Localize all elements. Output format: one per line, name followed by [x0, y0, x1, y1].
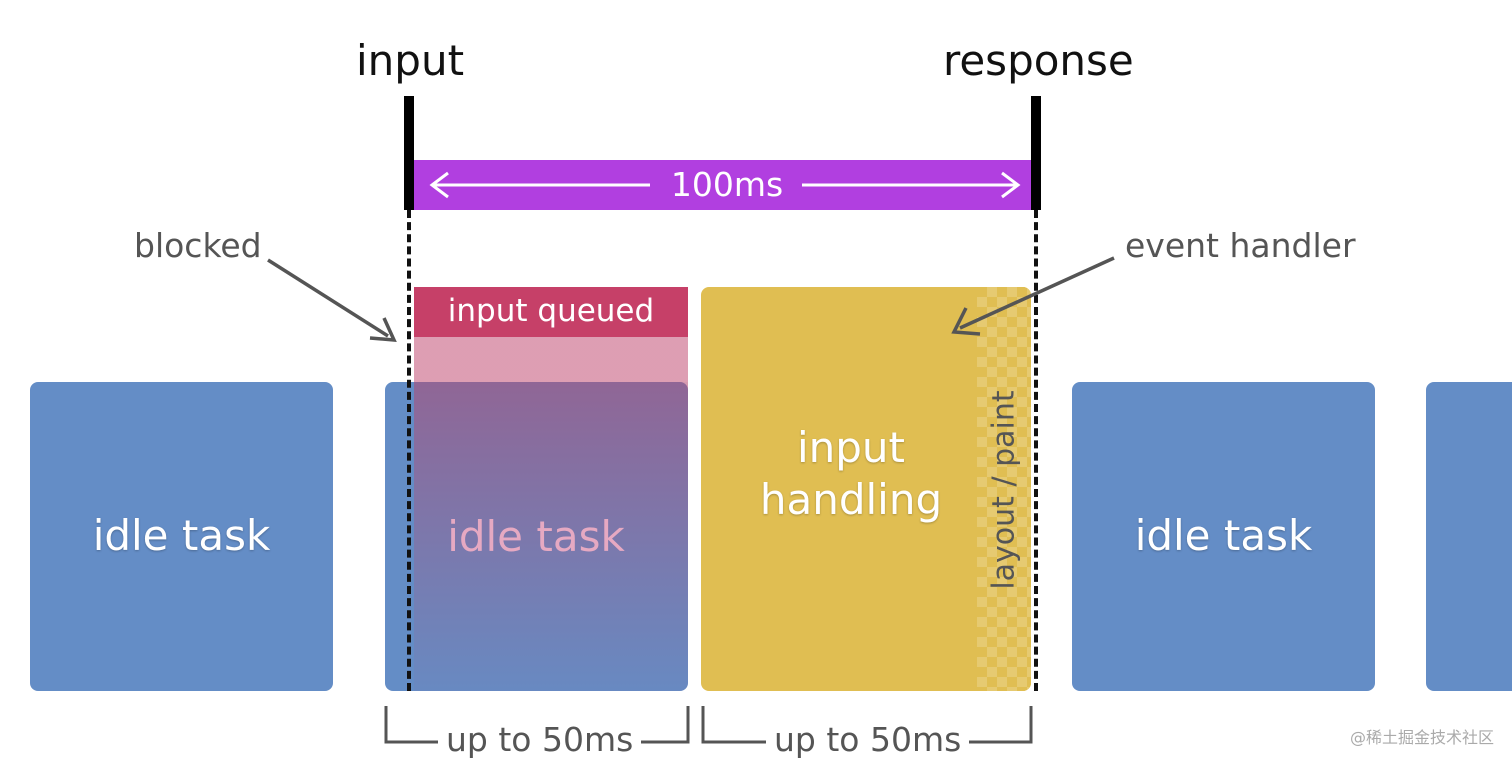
idle-task-label: idle task — [1134, 511, 1313, 561]
layout-paint-block — [977, 287, 1031, 691]
input-handling-block: input handling — [701, 287, 1031, 691]
blocked-annotation: blocked — [134, 226, 262, 265]
input-handling-label: input handling — [759, 423, 943, 524]
duration-arrow-right-icon — [802, 171, 1021, 199]
response-marker-line — [1031, 96, 1041, 210]
input-dashed-line — [407, 210, 411, 691]
input-queued-label: input queued — [447, 293, 655, 329]
response-marker-label: response — [943, 36, 1134, 85]
event-handler-annotation: event handler — [1125, 226, 1356, 265]
duration-label: 100ms — [670, 165, 784, 204]
idle-task-block-4 — [1426, 382, 1512, 691]
idle-task-block-1: idle task — [30, 382, 333, 691]
input-marker-label: input — [356, 36, 465, 85]
idle-task-label: idle task — [92, 511, 271, 561]
left-bracket-label: up to 50ms — [438, 720, 642, 759]
input-marker-line — [404, 96, 414, 210]
input-queued-header: input queued — [414, 287, 688, 337]
idle-task-blocked-label: idle task — [447, 512, 625, 561]
response-dashed-line — [1034, 210, 1038, 691]
blocked-arrow-icon — [267, 258, 397, 342]
watermark: @稀土掘金技术社区 — [1349, 728, 1494, 747]
event-handler-arrow-icon — [951, 256, 1115, 336]
input-queued-overlay — [414, 337, 688, 691]
layout-paint-label: layout / paint — [986, 390, 1022, 590]
duration-arrow-left-icon — [429, 171, 650, 199]
right-bracket-label: up to 50ms — [766, 720, 970, 759]
idle-task-block-3: idle task — [1072, 382, 1375, 691]
